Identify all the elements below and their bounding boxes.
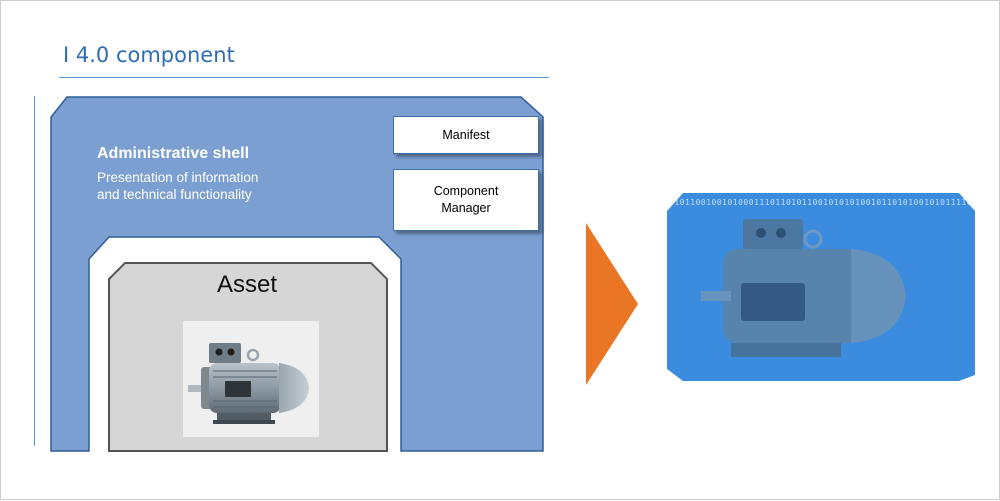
- play-arrow-icon: [586, 223, 638, 385]
- component-left-rule: [34, 96, 35, 446]
- manifest-label: Manifest: [442, 127, 490, 142]
- component-manager-line1: Component: [433, 184, 499, 198]
- shell-subtitle-line1: Presentation of information: [97, 170, 259, 185]
- asset-label: Asset: [216, 271, 278, 298]
- electric-motor-icon: [188, 343, 309, 424]
- component-manager-line2: Manager: [441, 201, 491, 215]
- page-title: I 4.0 component: [63, 43, 235, 67]
- motor-tile: [183, 321, 319, 437]
- binary-data-pattern: 0101100100101000111011010110010101010010…: [669, 198, 973, 207]
- shell-subtitle-line2: and technical functionality: [97, 187, 252, 202]
- shell-subtitle: Presentation of information and technica…: [97, 169, 327, 203]
- manifest-box: Manifest: [393, 116, 539, 154]
- title-underline: [59, 77, 549, 78]
- shell-title: Administrative shell: [97, 145, 250, 162]
- component-manager-box: Component Manager: [393, 169, 539, 231]
- digital-motor-icon: [701, 219, 906, 357]
